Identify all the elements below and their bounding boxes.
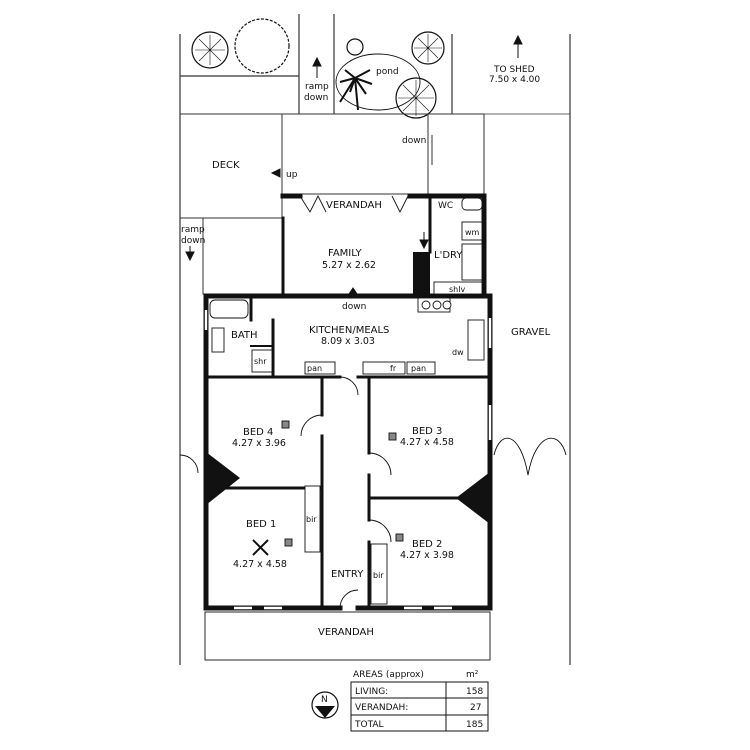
pan-left-label: pan [307,364,322,373]
direction-arrows [185,34,523,298]
doors [179,194,567,609]
shlv-label: shlv [449,285,465,294]
laundry-label: L'DRY [434,250,463,261]
kitchen-label: KITCHEN/MEALS [309,325,389,336]
front-verandah-label: VERANDAH [318,627,374,638]
ramp-left-label: ramp [181,225,205,235]
living-label: LIVING: [355,687,388,697]
areas-unit: m² [466,670,479,680]
shed-dim-label: 7.50 x 4.00 [489,75,540,85]
verandah-area-value: 27 [470,703,481,713]
garden-trees [191,18,445,119]
fixtures [204,197,491,661]
annotations: ramp down pond TO SHED 7.50 x 4.00 down … [181,65,551,338]
bed3-dim: 4.27 x 4.58 [400,437,454,448]
fridge-label: fr [390,364,397,373]
north-label: N [321,695,328,705]
kitchen-dim: 8.09 x 3.03 [321,336,375,347]
areas-heading: AREAS (approx) [353,670,424,680]
family-label: FAMILY [328,248,362,259]
ramp-top-down-label: down [304,93,328,103]
living-value: 158 [466,687,483,697]
bed3-label: BED 3 [412,426,442,437]
total-value: 185 [466,720,483,730]
total-label: TOTAL [354,720,384,730]
pan-right-label: pan [411,364,426,373]
down-right-label: down [402,136,426,146]
to-shed-label: TO SHED [493,65,535,75]
deck-label: DECK [212,160,240,171]
ramp-left-down-label: down [181,236,205,246]
rear-verandah-label: VERANDAH [326,200,382,211]
fireplaces [206,252,490,524]
bed1-label: BED 1 [246,519,276,530]
room-labels: DECK VERANDAH FAMILY 5.27 x 2.62 L'DRY W… [212,160,480,638]
bed4-label: BED 4 [243,427,273,438]
bed2-dim: 4.27 x 3.98 [400,550,454,561]
bath-label: BATH [231,330,258,341]
shr-label: shr [254,357,267,366]
entry-label: ENTRY [331,569,364,580]
wc-label: WC [438,201,453,211]
down-kitchen-label: down [342,302,366,312]
north-arrow: N [311,691,339,719]
bed2-label: BED 2 [412,539,442,550]
verandah-area-label: VERANDAH: [355,703,408,713]
dw-label: dw [452,348,464,357]
bir-right-label: bir [373,571,384,580]
wm-label: wm [465,228,480,237]
windows [204,310,492,610]
family-dim: 5.27 x 2.62 [322,260,376,271]
areas-table: AREAS (approx) m² LIVING: 158 VERANDAH: … [350,670,489,732]
gravel-label: GRAVEL [511,327,551,338]
pond-label: pond [376,67,399,77]
bed4-dim: 4.27 x 3.96 [232,438,286,449]
up-label: up [286,170,298,180]
ramp-top-label: ramp [305,82,329,92]
bed1-dim: 4.27 x 4.58 [233,559,287,570]
bir-left-label: bir [306,515,317,524]
